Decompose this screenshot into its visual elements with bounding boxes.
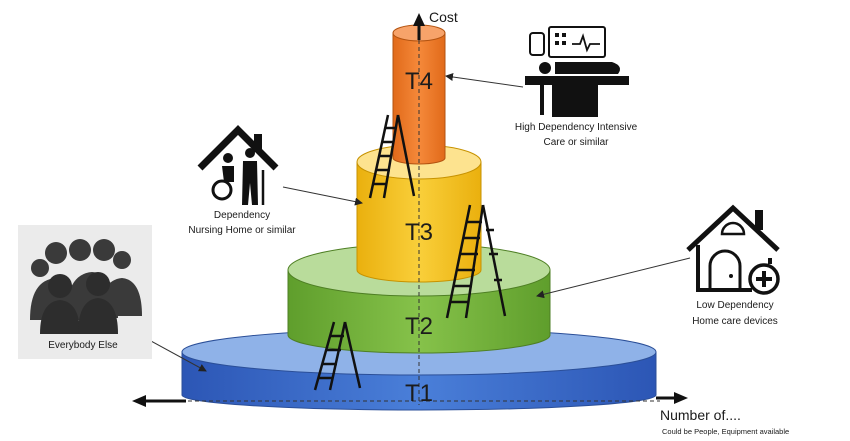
- tier-1-label: T1: [405, 380, 433, 407]
- intensive-line1: High Dependency Intensive: [515, 122, 638, 133]
- ladder-icon: [368, 114, 416, 199]
- nursing-line2: Nursing Home or similar: [188, 225, 296, 236]
- tier-3-label: T3: [405, 219, 433, 246]
- cost-axis-label: Cost: [429, 9, 458, 25]
- everybody-label: Everybody Else: [48, 340, 118, 351]
- tier-3-cylinder: [356, 144, 482, 283]
- nursing-home-icon: [197, 125, 279, 205]
- count-axis-sublabel: Could be People, Equipment available: [662, 427, 789, 436]
- nursing-pointer: [282, 186, 363, 206]
- intensive-care-icon: [525, 26, 629, 117]
- home-care-icon: [686, 204, 780, 295]
- ladder-icon: [445, 204, 507, 319]
- intensive-pointer: [445, 73, 524, 88]
- ladder-icon: [313, 321, 362, 391]
- low-line2: Home care devices: [692, 316, 778, 327]
- crowd-icon: [30, 239, 142, 334]
- low-dependency-pointer: [536, 257, 691, 299]
- tier-2-label: T2: [405, 313, 433, 340]
- count-axis-label: Number of....: [660, 407, 741, 423]
- low-line1: Low Dependency: [696, 300, 773, 311]
- intensive-line2: Care or similar: [543, 137, 609, 148]
- right-arrow: [656, 392, 688, 404]
- nursing-line1: Dependency: [214, 210, 270, 221]
- cost-arrow: [413, 13, 425, 40]
- left-arrow: [132, 395, 186, 407]
- tier-4-label: T4: [405, 68, 433, 95]
